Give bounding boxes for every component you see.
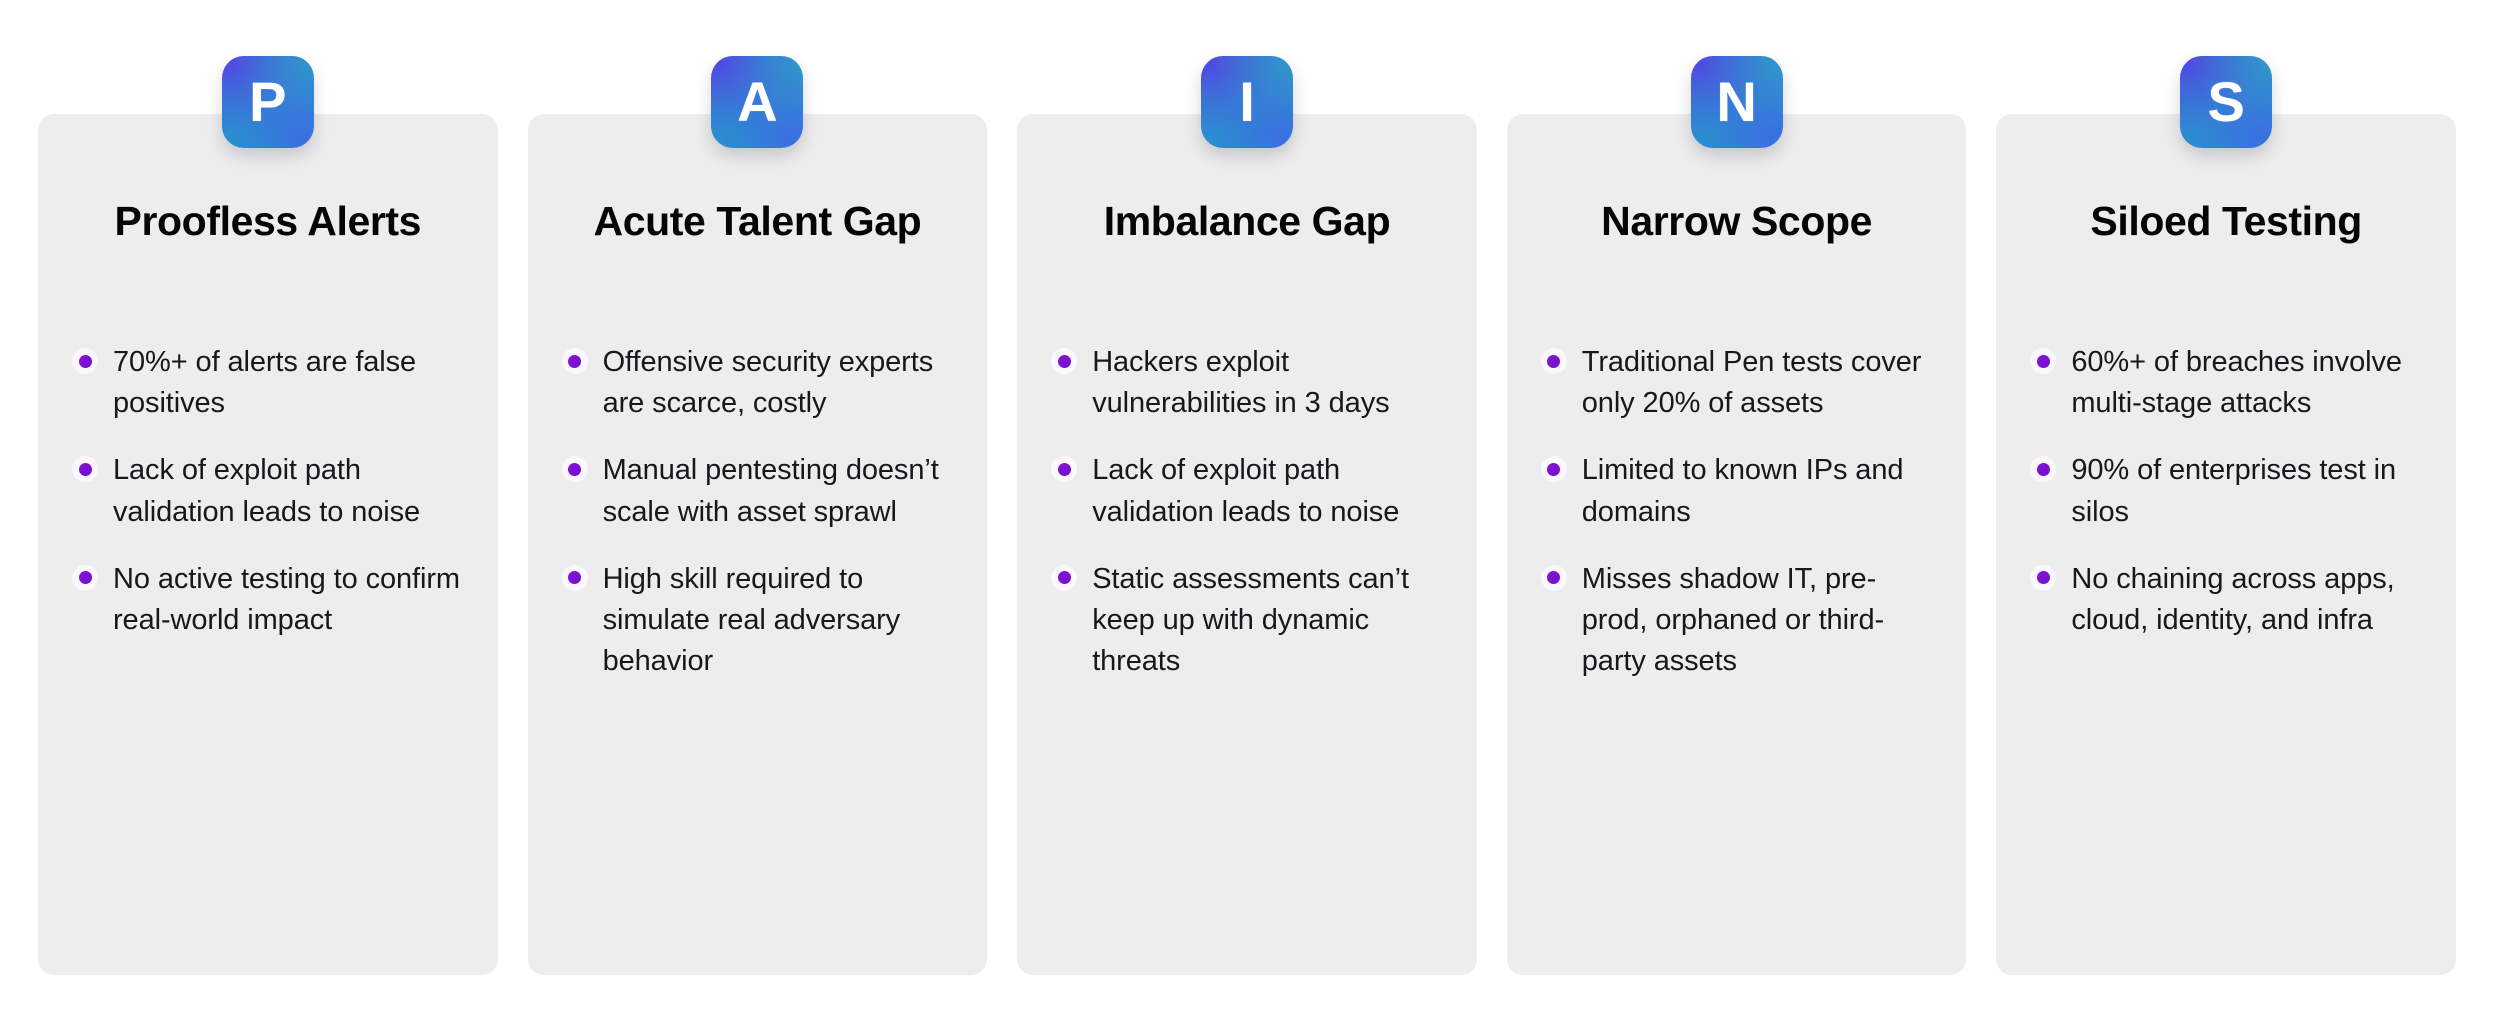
bullet-dot-icon [561,564,588,591]
card-title: Siloed Testing [2090,198,2362,244]
bullet-dot-icon [1540,456,1567,483]
list-item: Hackers exploit vulnerabilities in 3 day… [1051,342,1443,424]
badge-letter-text: N [1716,70,1757,133]
bullet-text: Static assessments can’t keep up with dy… [1092,562,1409,678]
list-item: Traditional Pen tests cover only 20% of … [1540,342,1933,424]
bullet-text: Lack of exploit path validation leads to… [113,454,421,528]
list-item: 90% of enterprises test in silos [2030,450,2422,532]
pain-card-siloed-testing[interactable]: S Siloed Testing 60%+ of breaches involv… [1996,56,2456,975]
bullet-list: Offensive security experts are scarce, c… [561,342,954,683]
bullet-list: Traditional Pen tests cover only 20% of … [1540,342,1933,683]
bullet-list: 70%+ of alerts are false positives Lack … [72,342,464,641]
bullet-dot-icon [72,564,98,591]
list-item: 70%+ of alerts are false positives [72,342,464,424]
bullet-text: Limited to known IPs and domains [1581,454,1904,528]
badge-letter-text: I [1239,70,1255,133]
bullet-list: Hackers exploit vulnerabilities in 3 day… [1051,342,1443,682]
card-title: Narrow Scope [1601,198,1873,244]
badge-letter-text: S [2207,70,2245,133]
bullet-dot-icon [1051,564,1078,591]
bullet-dot-icon [1051,456,1078,483]
bullet-text: Manual pentesting doesn’t scale with ass… [602,454,939,528]
list-item: Lack of exploit path validation leads to… [72,450,464,532]
bullet-dot-icon [2030,564,2057,591]
pain-card-proofless-alerts[interactable]: P Proofless Alerts 70%+ of alerts are fa… [38,56,498,975]
bullet-text: No chaining across apps, cloud, identity… [2071,562,2395,636]
bullet-text: No active testing to confirm real-world … [113,562,460,636]
pain-card-imbalance-gap[interactable]: I Imbalance Gap Hackers exploit vulnerab… [1017,56,1477,975]
bullet-text: Misses shadow IT, pre-prod, orphaned or … [1581,562,1885,678]
list-item: High skill required to simulate real adv… [561,559,954,683]
letter-badge-s-icon: S [2180,56,2273,148]
bullet-text: Offensive security experts are scarce, c… [602,346,934,420]
bullet-dot-icon [561,456,588,483]
list-item: 60%+ of breaches involve multi-stage att… [2030,342,2422,424]
pain-card-acute-talent-gap[interactable]: A Acute Talent Gap Offensive security ex… [527,56,988,975]
bullet-dot-icon [72,348,98,374]
list-item: Misses shadow IT, pre-prod, orphaned or … [1540,559,1933,683]
list-item: Static assessments can’t keep up with dy… [1051,559,1443,683]
bullet-text: 90% of enterprises test in silos [2071,454,2397,528]
pain-cards-row: P Proofless Alerts 70%+ of alerts are fa… [38,56,2456,975]
list-item: Limited to known IPs and domains [1540,450,1933,532]
badge-letter-text: P [249,70,287,133]
list-item: No chaining across apps, cloud, identity… [2030,559,2422,641]
bullet-dot-icon [72,456,98,483]
card-title: Acute Talent Gap [593,198,922,244]
letter-badge-p-icon: P [221,56,314,148]
bullet-dot-icon [561,348,588,374]
bullet-text: Hackers exploit vulnerabilities in 3 day… [1092,346,1390,420]
list-item: Offensive security experts are scarce, c… [561,342,954,424]
card-title: Proofless Alerts [114,198,422,244]
pain-card-narrow-scope[interactable]: N Narrow Scope Traditional Pen tests cov… [1506,56,1967,975]
bullet-dot-icon [2030,348,2057,374]
bullet-dot-icon [1540,348,1567,374]
bullet-text: 60%+ of breaches involve multi-stage att… [2071,346,2402,420]
bullet-dot-icon [2030,456,2057,483]
bullet-text: 70%+ of alerts are false positives [113,346,417,420]
list-item: Lack of exploit path validation leads to… [1051,450,1443,532]
letter-badge-n-icon: N [1690,56,1783,148]
letter-badge-a-icon: A [711,56,804,148]
card-title: Imbalance Gap [1103,198,1391,244]
bullet-dot-icon [1540,564,1567,591]
badge-letter-text: A [737,70,778,133]
bullet-text: High skill required to simulate real adv… [602,562,901,678]
bullet-dot-icon [1051,348,1078,374]
letter-badge-i-icon: I [1200,56,1293,148]
bullet-text: Lack of exploit path validation leads to… [1092,454,1400,528]
bullet-list: 60%+ of breaches involve multi-stage att… [2030,342,2422,641]
bullet-text: Traditional Pen tests cover only 20% of … [1581,346,1922,420]
list-item: Manual pentesting doesn’t scale with ass… [561,450,954,532]
list-item: No active testing to confirm real-world … [72,559,464,641]
